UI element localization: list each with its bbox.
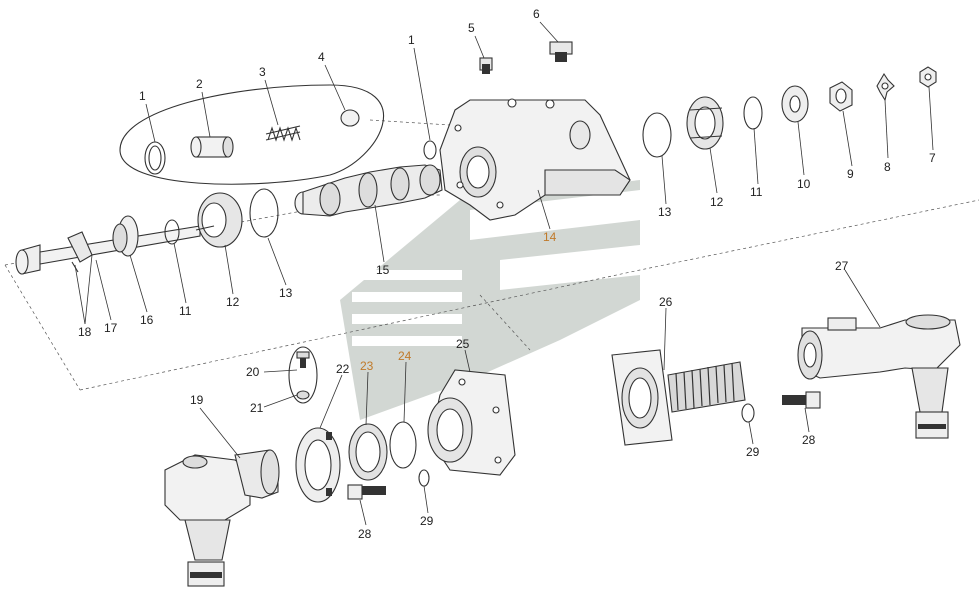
o-ring-part-24 (389, 421, 417, 469)
callout-6: 6 (533, 7, 540, 21)
callout-5: 5 (468, 21, 475, 35)
seal-part-12a (686, 96, 724, 150)
inset-parts-20-21 (288, 346, 318, 404)
callout-4: 4 (318, 50, 325, 64)
o-ring-part-1b (423, 140, 437, 160)
callout-10: 10 (797, 177, 811, 191)
callout-18: 18 (78, 325, 92, 339)
ball-joint-part-19 (164, 449, 280, 587)
callout-15: 15 (376, 263, 390, 277)
o-ring-part-13a (642, 112, 672, 158)
callout-14: 14 (543, 230, 557, 244)
watermark-logo (340, 180, 640, 420)
cover-part-25 (427, 369, 516, 476)
callout-12b: 12 (226, 295, 240, 309)
spring-part-3 (265, 125, 301, 142)
callout-3: 3 (259, 65, 266, 79)
washer-part-10 (781, 85, 809, 123)
bolt-part-28b (782, 391, 821, 409)
spool-kit-group (119, 84, 385, 185)
callout-22: 22 (336, 362, 350, 376)
nut-part-7 (919, 66, 937, 88)
callout-25: 25 (456, 337, 470, 351)
callout-labels: 1 2 3 4 1 5 6 13 12 11 10 9 8 7 14 15 18… (78, 7, 936, 541)
callout-7: 7 (929, 151, 936, 165)
lock-washer-part-8 (876, 72, 895, 102)
callout-9: 9 (847, 167, 854, 181)
pin-part-2 (190, 136, 234, 158)
callout-2: 2 (196, 77, 203, 91)
o-ring-part-11b (164, 219, 180, 245)
callout-23: 23 (360, 359, 374, 373)
callout-27: 27 (835, 259, 849, 273)
ring-nut-part-22 (295, 427, 341, 503)
callout-1a: 1 (139, 89, 146, 103)
tie-rod-end-part-27 (797, 314, 961, 439)
plug-part-5 (479, 57, 493, 74)
callout-29b: 29 (746, 445, 760, 459)
o-ring-part-11a (743, 96, 763, 130)
seal-part-23 (348, 423, 388, 481)
leader-lines (74, 21, 934, 526)
callout-29a: 29 (420, 514, 434, 528)
callout-28b: 28 (802, 433, 816, 447)
spool-part-15 (294, 164, 443, 217)
callout-19: 19 (190, 393, 204, 407)
callout-28a: 28 (358, 527, 372, 541)
ball-part-4 (340, 109, 360, 127)
o-ring-part-13b (249, 188, 279, 238)
washer-part-29b (741, 403, 755, 423)
callout-11b: 11 (179, 304, 192, 318)
washer-part-29a (418, 469, 430, 487)
callout-26: 26 (659, 295, 673, 309)
callout-20: 20 (246, 365, 260, 379)
callout-12a: 12 (710, 195, 724, 209)
callout-11a: 11 (750, 185, 763, 199)
nut-part-9 (829, 81, 853, 112)
callout-16: 16 (140, 313, 154, 327)
collar-part-16 (112, 215, 139, 257)
bolt-part-28a (347, 484, 386, 500)
callout-13b: 13 (279, 286, 293, 300)
callout-17: 17 (104, 321, 118, 335)
o-ring-part-1 (144, 141, 166, 175)
callout-8: 8 (884, 160, 891, 174)
valve-housing-part-14 (439, 98, 631, 221)
seal-part-12b (195, 192, 243, 248)
callout-13a: 13 (658, 205, 672, 219)
threaded-sleeve-part-26 (611, 349, 746, 446)
piston-rod-part-17 (15, 225, 201, 275)
callout-21: 21 (250, 401, 264, 415)
plug-part-6 (549, 41, 573, 62)
callout-1b: 1 (408, 33, 415, 47)
callout-24: 24 (398, 349, 412, 363)
